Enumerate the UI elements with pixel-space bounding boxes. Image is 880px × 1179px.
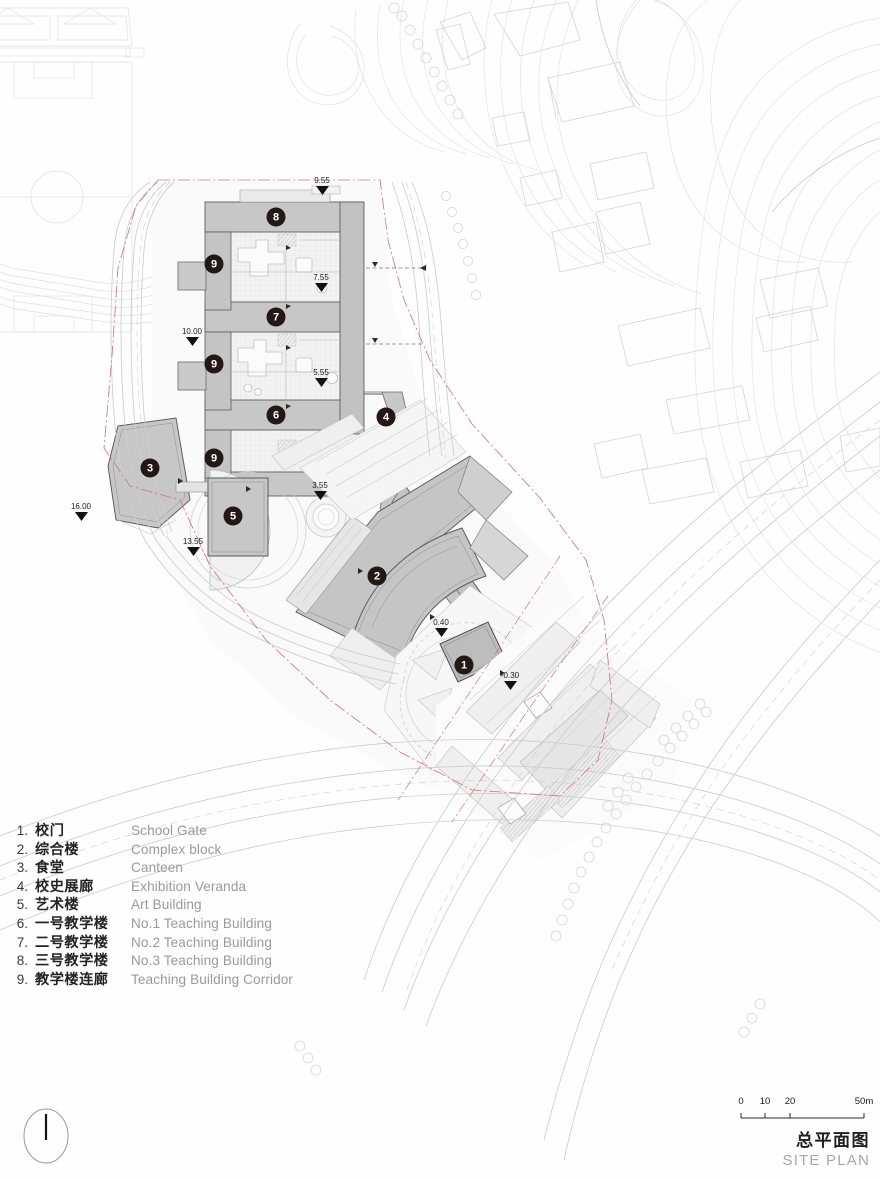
legend-item-6: 6. 一号教学楼 No.1 Teaching Building <box>8 915 428 934</box>
elevation-triangle-icon <box>74 512 88 521</box>
building-marker-7: 7 <box>266 307 286 327</box>
building-2-group <box>285 455 529 663</box>
legend-item-9: 9. 教学楼连廊 Teaching Building Corridor <box>8 971 428 990</box>
building-marker-3: 3 <box>140 458 160 478</box>
legend-item-number: 6. <box>16 915 28 931</box>
property-boundary <box>103 179 613 797</box>
elevation-triangle-icon <box>315 186 329 195</box>
legend-item-2: 2. 综合楼 Complex block <box>8 841 428 860</box>
teaching-buildings-cluster <box>177 185 365 497</box>
street-trees <box>294 2 766 1076</box>
legend-item-number: 3. <box>16 860 28 876</box>
elevation-label: 16.00 <box>70 502 92 511</box>
elevation-triangle-icon <box>185 337 199 346</box>
north-arrow-icon <box>23 1108 69 1164</box>
legend-item-3: 3. 食堂 Canteen <box>8 859 428 878</box>
building-marker-1: 1 <box>454 655 474 675</box>
drawing-title-en: SITE PLAN <box>782 1152 870 1169</box>
elevation-label: 5.55 <box>313 368 329 377</box>
legend-item-label-cn: 三号教学楼 <box>35 953 109 970</box>
elevation-label: 10.00 <box>181 327 203 336</box>
legend-item-number: 7. <box>16 934 28 950</box>
scale-tick-label: 0 <box>738 1096 744 1107</box>
legend-item-label-en: School Gate <box>131 823 207 838</box>
building-marker-9c: 9 <box>204 448 224 468</box>
legend-item-number: 4. <box>16 878 28 894</box>
legend: 1. 校门 School Gate 2. 综合楼 Complex block 3. 食堂 Can… <box>8 822 428 989</box>
legend-item-8: 8. 三号教学楼 No.3 Teaching Building <box>8 952 428 971</box>
legend-item-label-en: Exhibition Veranda <box>131 878 247 894</box>
neighbouring-buildings <box>435 1 880 505</box>
scale-tick-label: 20 <box>784 1096 796 1107</box>
building-marker-4: 4 <box>376 407 396 427</box>
building-marker-5: 5 <box>223 506 243 526</box>
elevation-triangle-icon <box>186 547 200 556</box>
legend-item-number: 8. <box>16 953 28 969</box>
elevation-triangle-icon <box>314 378 328 387</box>
legend-item-label-cn: 食堂 <box>35 860 65 877</box>
legend-item-7: 7. 二号教学楼 No.2 Teaching Building <box>8 934 428 953</box>
legend-item-label-en: Art Building <box>131 897 202 913</box>
scale-bar <box>740 1113 865 1119</box>
legend-item-label-cn: 教学楼连廊 <box>35 971 109 988</box>
legend-item-label-en: Canteen <box>131 860 184 876</box>
elevation-triangle-icon <box>313 491 327 500</box>
legend-item-5: 5. 艺术楼 Art Building <box>8 896 428 915</box>
building-marker-8: 8 <box>266 207 286 227</box>
legend-item-label-cn: 综合楼 <box>35 841 80 858</box>
legend-item-label-en: No.3 Teaching Building <box>131 953 273 969</box>
topography-contours <box>286 0 880 653</box>
legend-item-label-cn: 校门 <box>35 823 65 839</box>
dimension-leaders <box>366 265 426 345</box>
legend-item-label-en: No.1 Teaching Building <box>131 915 273 931</box>
building-marker-6: 6 <box>266 405 286 425</box>
legend-item-label-cn: 一号教学楼 <box>35 915 109 932</box>
legend-item-number: 2. <box>16 841 28 857</box>
legend-item-number: 1. <box>16 823 28 838</box>
elevation-label: 0.40 <box>433 618 449 627</box>
elevation-triangle-icon <box>503 681 517 690</box>
public-square-paving <box>435 595 690 860</box>
elevation-label: 3.55 <box>312 481 328 490</box>
elevation-label: 9.55 <box>314 176 330 185</box>
legend-item-label-cn: 校史展廊 <box>35 878 94 895</box>
legend-item-label-en: Teaching Building Corridor <box>131 971 294 987</box>
legend-item-4: 4. 校史展廊 Exhibition Veranda <box>8 878 428 897</box>
central-terraces <box>271 397 467 691</box>
boundary-interior <box>397 555 609 823</box>
direction-arrows <box>178 245 505 676</box>
legend-item-label-cn: 艺术楼 <box>35 897 80 914</box>
elevation-label: -0.30 <box>500 671 520 680</box>
legend-item-number: 5. <box>16 897 28 913</box>
building-marker-9b: 9 <box>204 354 224 374</box>
legend-item-number: 9. <box>16 971 28 987</box>
building-marker-2: 2 <box>367 566 387 586</box>
elevation-triangle-icon <box>314 283 328 292</box>
legend-item-label-cn: 二号教学楼 <box>35 934 109 951</box>
legend-item-label-en: No.2 Teaching Building <box>131 934 273 950</box>
road-centerlines <box>0 181 880 993</box>
scale-tick-label: 10 <box>759 1096 771 1107</box>
elevation-triangle-icon <box>434 628 448 637</box>
elevation-label: 13.55 <box>182 537 204 546</box>
elevation-label: 7.55 <box>313 273 329 282</box>
building-marker-9a: 9 <box>204 254 224 274</box>
legend-item-label-en: Complex block <box>131 841 222 857</box>
drawing-title-cn: 总平面图 <box>796 1131 870 1151</box>
legend-item-1: 1. 校门 School Gate <box>8 822 428 841</box>
scale-tick-label: 50m <box>854 1096 874 1107</box>
